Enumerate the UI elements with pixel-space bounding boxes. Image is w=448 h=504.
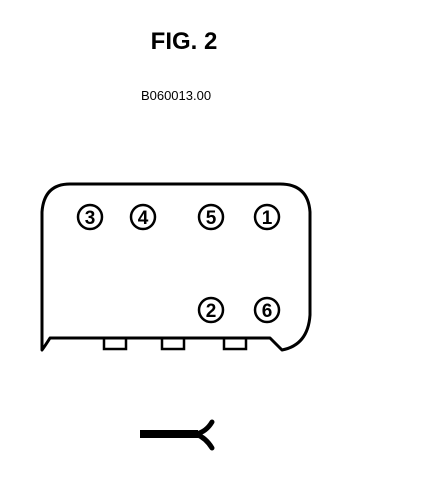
pin-4: 4: [129, 203, 157, 231]
pin-4-label: 4: [138, 208, 149, 229]
connector-housing: [40, 182, 312, 352]
pin-1-label: 1: [262, 208, 273, 229]
pin-5: 5: [197, 203, 225, 231]
figure-title: FIG. 2: [150, 28, 218, 55]
pin-3: 3: [76, 203, 104, 231]
connector-tab: [160, 336, 186, 351]
pin-2-label: 2: [206, 301, 217, 322]
pin-5-label: 5: [206, 208, 217, 229]
pin-2: 2: [197, 296, 225, 324]
pin-6-label: 6: [262, 301, 273, 322]
pin-6: 6: [253, 296, 281, 324]
wire-harness-icon: [140, 419, 215, 451]
connector-tab: [222, 336, 248, 351]
figure-code: B060013.00: [140, 88, 212, 103]
pin-3-label: 3: [85, 208, 96, 229]
connector-tab: [102, 336, 128, 351]
pin-1: 1: [253, 203, 281, 231]
